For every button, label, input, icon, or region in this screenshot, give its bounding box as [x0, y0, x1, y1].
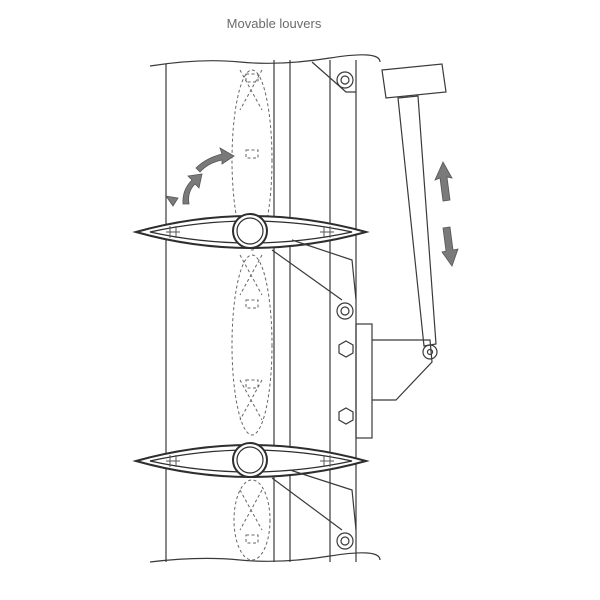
linkage-arm-upper — [271, 239, 357, 301]
pivot-pins — [336, 71, 354, 550]
linkage-arm-lower — [271, 469, 357, 531]
bottom-cut-edge — [149, 552, 381, 563]
linear-actuator — [381, 63, 447, 360]
rotate-arrow-icon — [165, 147, 235, 207]
diagram-caption: Movable louvers — [226, 16, 322, 31]
louver-blade-lower — [132, 442, 370, 478]
up-arrow-icon — [434, 161, 453, 202]
alternate-louver-positions — [231, 69, 273, 561]
linkage-arm-top — [311, 61, 356, 93]
top-cut-edge — [149, 54, 381, 67]
louver-blade-upper — [132, 213, 370, 249]
actuator-bracket — [338, 323, 433, 439]
down-arrow-icon — [441, 226, 459, 267]
